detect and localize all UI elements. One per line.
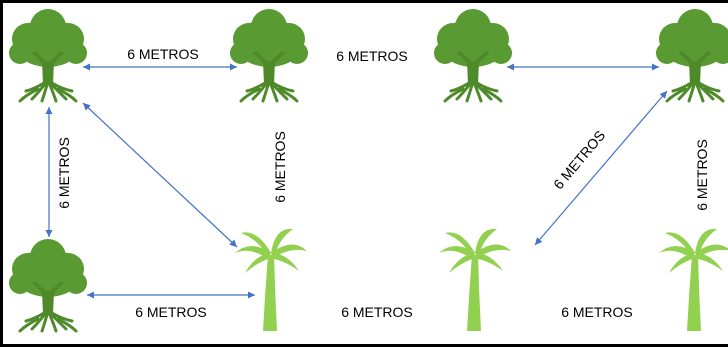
label-left-vertical: 6 METROS [56, 137, 72, 209]
label-top-mid: 6 METROS [336, 48, 408, 64]
palm-tree-icon [659, 228, 728, 331]
label-bottom-left: 6 METROS [135, 304, 207, 320]
palm-tree-icon [235, 228, 307, 331]
oak-tree-icon [7, 237, 89, 333]
label-top-left: 6 METROS [127, 46, 199, 62]
arrow-diagonal-right [534, 90, 668, 246]
diagram-svg: 6 METROS 6 METROS 6 METROS 6 METROS 6 ME… [7, 7, 728, 333]
label-bottom-mid: 6 METROS [341, 304, 413, 320]
label-right-vertical: 6 METROS [694, 139, 710, 211]
oak-tree-icon [654, 7, 728, 103]
oak-tree-icon [432, 7, 514, 103]
label-mid-vertical: 6 METROS [272, 131, 288, 203]
oak-tree-icon [228, 7, 310, 103]
palm-tree-icon [439, 228, 511, 331]
label-bottom-right: 6 METROS [561, 304, 633, 320]
oak-tree-icon [7, 7, 89, 103]
label-diagonal-right: 6 METROS [550, 127, 608, 192]
arrow-diagonal-left [82, 102, 238, 248]
